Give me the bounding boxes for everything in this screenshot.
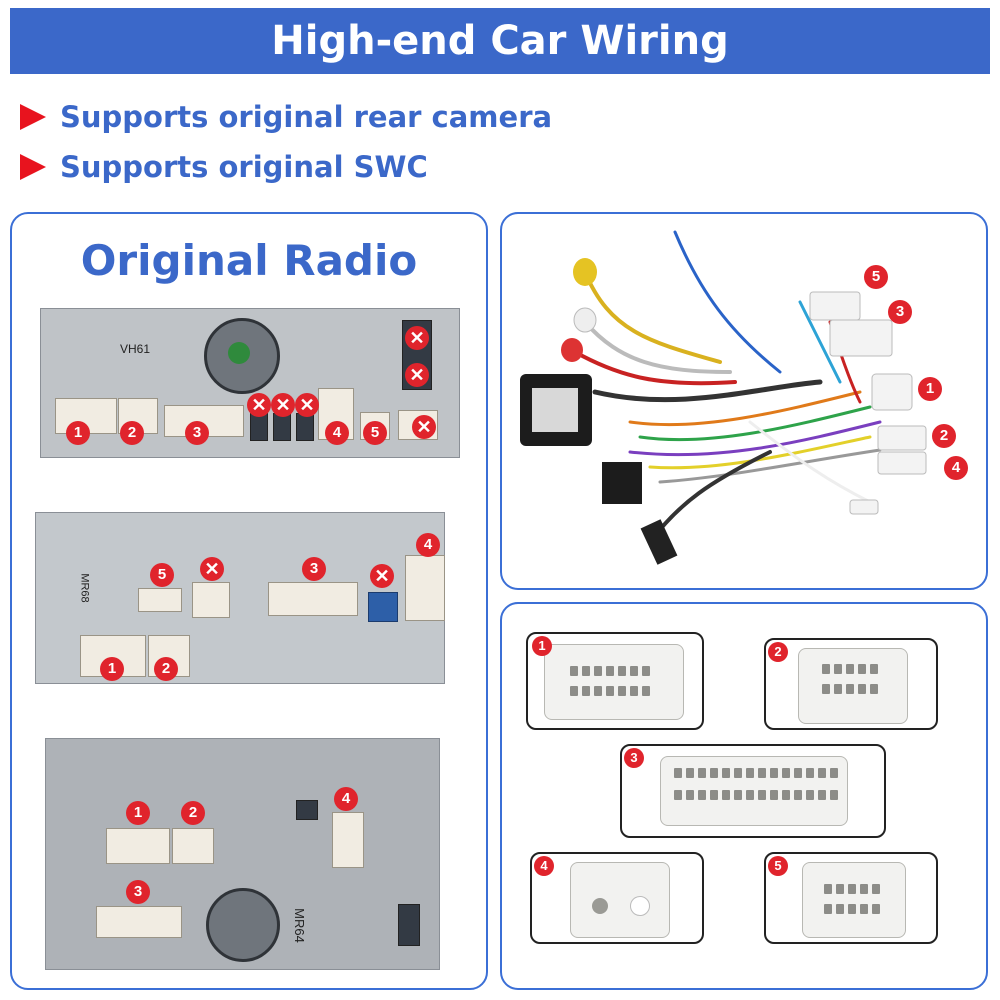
unit-model-label: MR64 (291, 908, 307, 943)
unsupported-x-icon: ✕ (405, 326, 429, 350)
connector-block (273, 413, 291, 441)
connector-5 (138, 588, 182, 612)
pin-row (824, 904, 880, 914)
wiring-harness-illustration (520, 230, 927, 565)
number-badge: 4 (325, 421, 349, 445)
pin-row (822, 664, 878, 674)
connector-4 (332, 812, 364, 868)
unsupported-x-icon: ✕ (295, 393, 319, 417)
connector-1 (106, 828, 170, 864)
unsupported-x-icon: ✕ (405, 363, 429, 387)
unit-model-label: VH61 (120, 342, 151, 356)
connector-closeup-2 (764, 638, 938, 730)
original-radio-title: Original Radio (80, 236, 418, 285)
unsupported-x-icon: ✕ (370, 564, 394, 588)
pin-hole (630, 896, 650, 916)
connector-closeup-1 (526, 632, 704, 730)
number-badge: 3 (624, 748, 644, 768)
fan-icon (206, 888, 280, 962)
connector-block (192, 582, 230, 618)
number-badge: 5 (768, 856, 788, 876)
connector-2 (172, 828, 214, 864)
connector-closeup-3 (620, 744, 886, 838)
number-badge: 5 (363, 421, 387, 445)
feature-text: Supports original SWC (60, 150, 428, 184)
number-badge: 3 (302, 557, 326, 581)
unsupported-x-icon: ✕ (247, 393, 271, 417)
pin-row (674, 768, 838, 778)
pin-row (822, 684, 878, 694)
connector-block (296, 413, 314, 441)
number-badge: 1 (66, 421, 90, 445)
number-badge: 2 (768, 642, 788, 662)
plug-shape (802, 862, 906, 938)
triangle-bullet-icon (20, 154, 46, 180)
number-badge: 1 (126, 801, 150, 825)
pin-row (824, 884, 880, 894)
number-badge: 2 (154, 657, 178, 681)
pin-row (570, 666, 650, 676)
unsupported-x-icon: ✕ (412, 415, 436, 439)
plug-shape (544, 644, 684, 720)
pin-row (570, 686, 650, 696)
connector-block (296, 800, 318, 820)
unsupported-x-icon: ✕ (200, 557, 224, 581)
pin-row (674, 790, 838, 800)
number-badge: 2 (120, 421, 144, 445)
feature-text: Supports original rear camera (60, 100, 553, 134)
number-badge: 3 (888, 300, 912, 324)
plug-shape (570, 862, 670, 938)
number-badge: 5 (150, 563, 174, 587)
number-badge: 1 (532, 636, 552, 656)
number-badge: 5 (864, 265, 888, 289)
connector-closeup-4 (530, 852, 704, 944)
pin-hole (592, 898, 608, 914)
connector-block (398, 904, 420, 946)
number-badge: 1 (918, 377, 942, 401)
feature-item: Supports original rear camera (20, 97, 552, 137)
triangle-bullet-icon (20, 104, 46, 130)
unsupported-x-icon: ✕ (271, 393, 295, 417)
unit-model-label: MR68 (78, 573, 91, 603)
fan-hub-icon (228, 342, 250, 364)
feature-item: Supports original SWC (20, 147, 428, 187)
number-badge: 3 (126, 880, 150, 904)
connector-closeup-5 (764, 852, 938, 944)
number-badge: 4 (416, 533, 440, 557)
number-badge: 4 (334, 787, 358, 811)
connector-3 (268, 582, 358, 616)
number-badge: 1 (100, 657, 124, 681)
number-badge: 4 (534, 856, 554, 876)
connector-block (368, 592, 398, 622)
connector-4 (405, 555, 445, 621)
number-badge: 4 (944, 456, 968, 480)
number-badge: 3 (185, 421, 209, 445)
number-badge: 2 (932, 424, 956, 448)
header-banner: High-end Car Wiring (10, 8, 990, 74)
connector-block (250, 413, 268, 441)
page-title: High-end Car Wiring (271, 18, 729, 64)
number-badge: 2 (181, 801, 205, 825)
connector-3 (96, 906, 182, 938)
